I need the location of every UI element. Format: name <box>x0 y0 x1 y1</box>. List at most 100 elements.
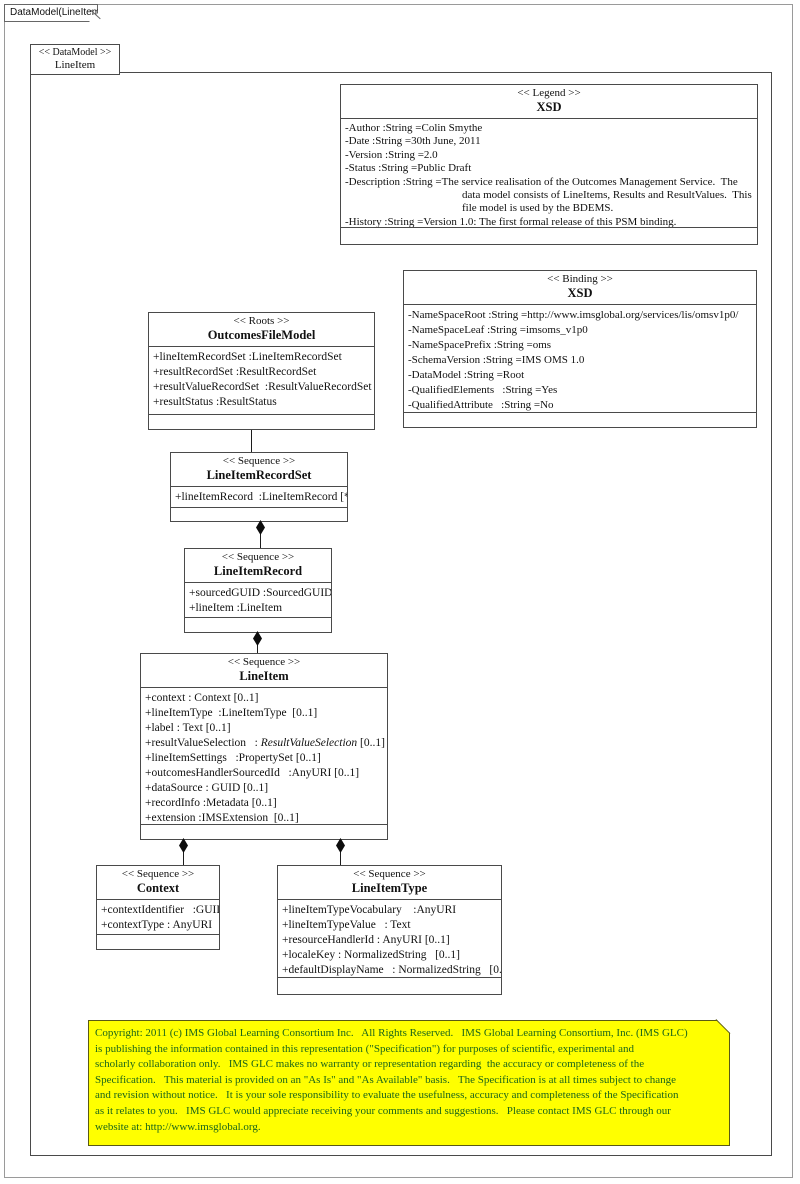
class-header: << Sequence >> LineItem <box>141 654 387 688</box>
attribute-row: +defaultDisplayName : NormalizedString [… <box>282 964 501 976</box>
operations-compartment <box>171 508 347 521</box>
attributes-compartment: +contextIdentifier :GUID +contextType : A… <box>97 900 219 935</box>
class-header: << Sequence >> LineItemRecord <box>185 549 331 583</box>
attribute-row: data model consists of LineItems, Result… <box>462 189 752 202</box>
class-name: LineItemRecord <box>213 564 303 578</box>
attribute-row: -NameSpaceLeaf :String =imsoms_v1p0 <box>408 324 588 336</box>
composition-diamond-icon <box>336 838 345 853</box>
class-name: LineItemType <box>351 881 428 895</box>
attribute-row: -NameSpaceRoot :String =http://www.imsgl… <box>408 309 739 321</box>
attribute-row: +resultRecordSet :ResultRecordSet <box>153 366 317 378</box>
stereotype-label: << Legend >> <box>517 87 581 99</box>
attribute-row: -History :String =Version 1.0: The first… <box>345 215 677 228</box>
attribute-row: +resultValueSelection : ResultValueSelec… <box>145 737 385 749</box>
datamodel-frame-tab: << DataModel >> LineItem <box>30 44 120 75</box>
class-box-lineitemrecord: << Sequence >> LineItemRecord +sourcedGU… <box>184 548 332 633</box>
attribute-row: +lineItemType :LineItemType [0..1] <box>145 707 318 719</box>
attribute-row: file model is used by the BDEMS. <box>462 202 614 215</box>
class-box-binding: << Binding >> XSD -NameSpaceRoot :String… <box>403 270 757 428</box>
attribute-row: +label : Text [0..1] <box>145 722 231 734</box>
composition-diamond-icon <box>253 631 262 646</box>
attribute-row: -SchemaVersion :String =IMS OMS 1.0 <box>408 354 585 366</box>
attribute-row: +lineItemSettings :PropertySet [0..1] <box>145 752 321 764</box>
stereotype-label: << Sequence >> <box>353 868 426 880</box>
class-box-lineitemtype: << Sequence >> LineItemType +lineItemTyp… <box>277 865 502 995</box>
copyright-note: Copyright: 2011 (c) IMS Global Learning … <box>88 1020 730 1146</box>
attributes-compartment: +lineItemRecordSet :LineItemRecordSet +re… <box>149 347 374 415</box>
stereotype-label: << Sequence >> <box>221 551 295 563</box>
class-header: << Sequence >> LineItemRecordSet <box>171 453 347 487</box>
connector-roots-to-lineitemrecordset <box>251 430 252 453</box>
datamodel-frame <box>30 72 772 1156</box>
attributes-compartment: +context : Context [0..1] +lineItemType :… <box>141 688 387 825</box>
class-box-context: << Sequence >> Context +contextIdentifie… <box>96 865 220 950</box>
class-header: << Sequence >> Context <box>97 866 219 900</box>
attribute-row: -Version :String =2.0 <box>345 148 438 161</box>
operations-compartment <box>185 618 331 632</box>
class-name: OutcomesFileModel <box>207 328 316 342</box>
stereotype-label: << Sequence >> <box>121 868 195 880</box>
attribute-row: +dataSource : GUID [0..1] <box>145 782 269 794</box>
operations-compartment <box>404 413 756 427</box>
attribute-row: -DataModel :String =Root <box>408 369 525 381</box>
class-name: LineItemRecordSet <box>206 468 312 482</box>
attribute-row: website at: http://www.imsglobal.org. <box>95 1120 261 1133</box>
class-name: Context <box>136 881 180 895</box>
attribute-row: +contextIdentifier :GUID <box>101 904 219 916</box>
attribute-row: +localeKey : NormalizedString [0..1] <box>282 949 460 961</box>
attribute-row: +sourcedGUID :SourcedGUID <box>189 587 331 599</box>
attribute-row: -QualifiedElements :String =Yes <box>408 384 558 396</box>
attribute-row: +lineItemTypeVocabulary :AnyURI <box>282 904 457 916</box>
class-box-outcomesfilemodel: << Roots >> OutcomesFileModel +lineItemR… <box>148 312 375 430</box>
attribute-row: +resourceHandlerId : AnyURI [0..1] <box>282 934 450 946</box>
attribute-row: -Date :String =30th June, 2011 <box>345 135 481 148</box>
class-name: XSD <box>567 286 593 300</box>
stereotype-label: << Sequence >> <box>222 455 296 467</box>
attribute-row: +lineItemRecord :LineItemRecord [*] <box>175 491 347 503</box>
attribute-row: scholarly collaboration only. IMS GLC ma… <box>95 1058 645 1071</box>
frame-stereotype-label: << DataModel >> <box>38 47 112 58</box>
attribute-row: +resultStatus :ResultStatus <box>153 396 277 408</box>
attribute-row: -Status :String =Public Draft <box>345 162 472 175</box>
class-box-lineitem: << Sequence >> LineItem +context : Conte… <box>140 653 388 840</box>
attribute-row: -QualifiedAttribute :String =No <box>408 399 554 411</box>
class-header: << Sequence >> LineItemType <box>278 866 501 900</box>
diagram-title-tab: DataModel(LineItem) <box>4 4 98 22</box>
attributes-compartment: -NameSpaceRoot :String =http://www.imsgl… <box>404 305 756 413</box>
attribute-row: +resultValueRecordSet :ResultValueRecord… <box>153 381 372 393</box>
attributes-compartment: +lineItemTypeVocabulary :AnyURI +lineItem… <box>278 900 501 978</box>
attribute-row: +context : Context [0..1] <box>145 692 259 704</box>
stereotype-label: << Roots >> <box>233 315 290 327</box>
class-name: XSD <box>536 100 562 114</box>
connector-lineitemrecordset-to-lineitemrecord <box>260 521 261 549</box>
class-header: << Legend >> XSD <box>341 85 757 119</box>
class-header: << Roots >> OutcomesFileModel <box>149 313 374 347</box>
operations-compartment <box>141 825 387 839</box>
attribute-row: as it relates to you. IMS GLC would appr… <box>95 1104 671 1117</box>
attribute-row: and revision without notice. It is your … <box>95 1089 679 1102</box>
class-name: LineItem <box>239 669 289 683</box>
attributes-compartment: -Author :String =Colin Smythe-Date :Stri… <box>341 119 757 228</box>
composition-diamond-icon <box>179 838 188 853</box>
attribute-row: +contextType : AnyURI <box>101 919 213 931</box>
attribute-row: +lineItem :LineItem <box>189 602 283 614</box>
document-border <box>4 4 793 1178</box>
attribute-row: -Description :String =The service realis… <box>345 175 738 188</box>
attribute-row: Copyright: 2011 (c) IMS Global Learning … <box>95 1027 688 1039</box>
operations-compartment <box>341 228 757 244</box>
attribute-row: -Author :String =Colin Smythe <box>345 122 483 134</box>
operations-compartment <box>278 978 501 994</box>
attribute-row: +extension :IMSExtension [0..1] <box>145 812 299 824</box>
attributes-compartment: +lineItemRecord :LineItemRecord [*] <box>171 487 347 508</box>
attribute-row: Specification. This material is provided… <box>95 1073 676 1086</box>
attribute-row: +lineItemTypeValue : Text <box>282 919 411 931</box>
composition-diamond-icon <box>256 520 265 535</box>
attribute-row: +lineItemRecordSet :LineItemRecordSet <box>153 351 342 363</box>
class-box-lineitemrecordset: << Sequence >> LineItemRecordSet +lineIt… <box>170 452 348 522</box>
operations-compartment <box>149 415 374 429</box>
attributes-compartment: +sourcedGUID :SourcedGUID +lineItem :Line… <box>185 583 331 618</box>
attribute-row: -NameSpacePrefix :String =oms <box>408 339 552 351</box>
stereotype-label: << Sequence >> <box>227 656 301 668</box>
frame-name-label: LineItem <box>54 59 96 71</box>
